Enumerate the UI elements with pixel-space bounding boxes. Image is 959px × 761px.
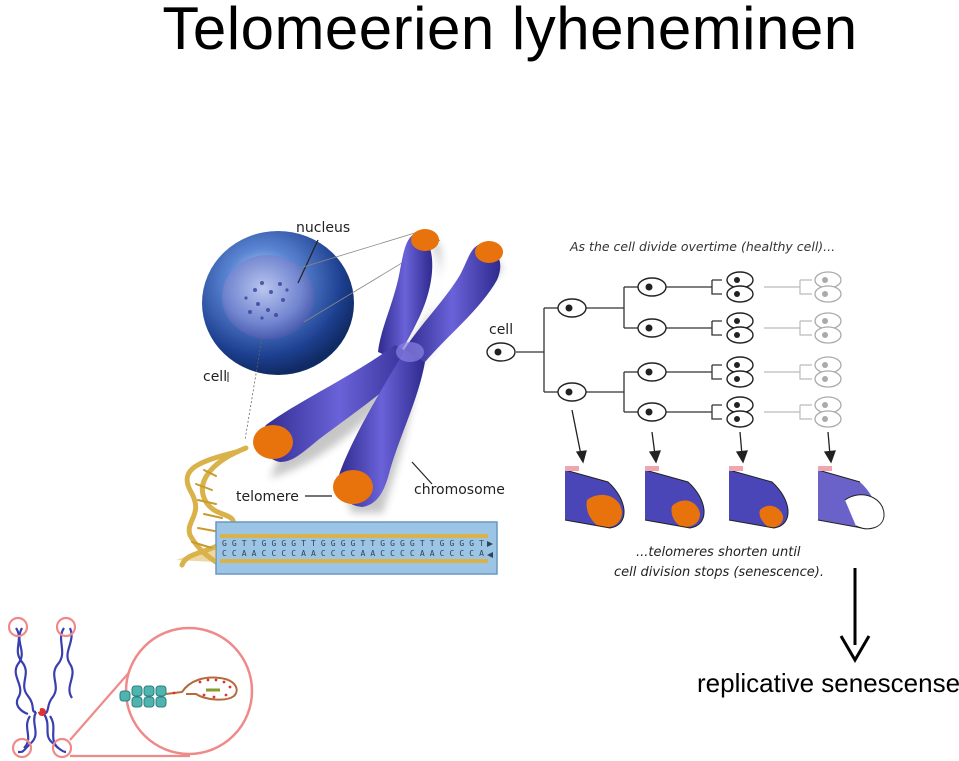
telomere-cap-1 [411,229,439,251]
cell-label-tree: cell [489,322,513,338]
dna-top-strand: G G T T G G G G T T G G G G T T G G G G … [222,539,484,548]
telomere-cap-4 [333,470,373,504]
replicative-senescence-label: replicative senescense [697,668,959,699]
cell-division-tree: As the cell divide overtime (healthy cel… [487,239,884,580]
dna-bottom-strand: C C A A C C C C A A C C C C A A C C C C … [222,549,484,558]
bottom-caption-line2: cell division stops (senescence). [614,565,824,580]
chromosome-label: chromosome [414,482,505,498]
down-arrow-icon [841,568,869,660]
telomere-tip-1 [565,470,624,528]
dna-sequence-box: G G T T G G G G T T G G G G T T G G G G … [176,522,497,574]
telomere-tip-3 [729,470,788,528]
small-chromosome-zoom [9,618,252,757]
telomere-cap-3 [253,425,293,459]
telomere-tip-2 [645,470,704,528]
cell-label-left: cell [203,369,227,385]
telomere-label: telomere [236,489,299,505]
bottom-caption-line1: ...telomeres shorten until [636,545,801,560]
telomere-cap-2 [475,241,503,263]
nucleus-label: nucleus [296,220,350,236]
telomere-tip-4 [818,466,884,529]
top-caption: As the cell divide overtime (healthy cel… [569,239,835,254]
